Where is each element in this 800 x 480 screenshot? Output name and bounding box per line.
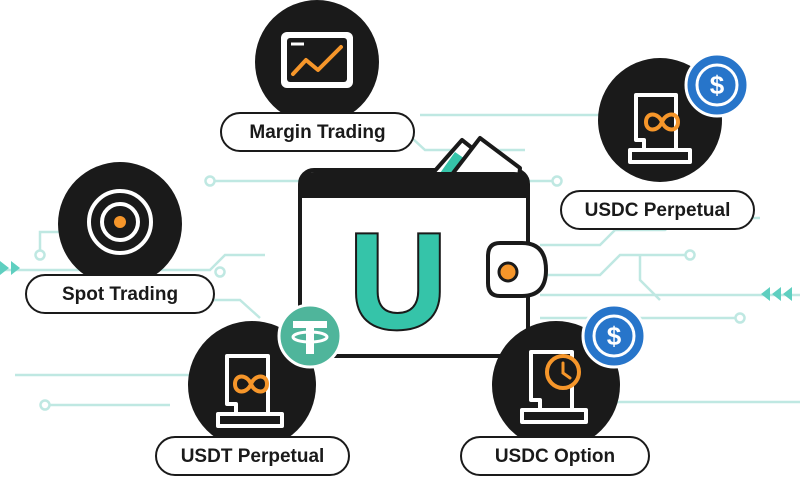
contract-clock-icon — [520, 350, 588, 424]
contract-infinity-icon — [628, 93, 692, 164]
wallet-icon: U — [298, 136, 549, 359]
usdc-coin-icon: $ — [684, 52, 750, 118]
target-icon — [87, 189, 153, 255]
chart-trend-icon — [281, 32, 353, 88]
svg-text:$: $ — [607, 321, 622, 351]
contract-infinity-icon — [216, 354, 284, 428]
clasp-button — [497, 261, 519, 283]
svg-text:$: $ — [710, 70, 725, 100]
arrow-left-icon — [0, 261, 20, 275]
node-usdc-perpetual: $ — [598, 52, 750, 182]
label-margin-trading: Margin Trading — [220, 112, 415, 152]
label-usdc-option: USDC Option — [460, 436, 650, 476]
label-spot-trading: Spot Trading — [25, 274, 215, 314]
node-usdc-option: $ — [492, 303, 647, 449]
node-margin-trading — [255, 0, 379, 124]
wallet-letter: U — [349, 205, 447, 357]
node-spot-trading — [58, 162, 182, 286]
label-usdt-perpetual: USDT Perpetual — [155, 436, 350, 476]
circuit-nodes — [34, 175, 746, 411]
node-usdt-perpetual — [188, 303, 343, 449]
tether-coin-icon — [277, 303, 343, 369]
arrow-right-icon — [761, 287, 792, 301]
usdc-coin-icon: $ — [581, 303, 647, 369]
label-usdc-perpetual: USDC Perpetual — [560, 190, 755, 230]
